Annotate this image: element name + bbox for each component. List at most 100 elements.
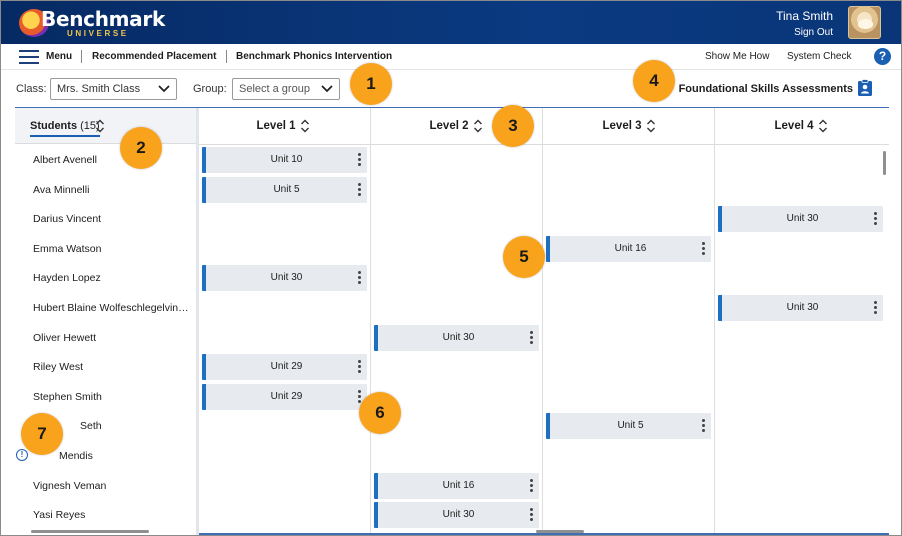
foundational-skills-assessments-link[interactable]: Foundational Skills Assessments	[678, 83, 853, 95]
unit-label: Unit 30	[270, 272, 303, 284]
group-select-placeholder: Select a group	[239, 83, 310, 95]
more-options-icon[interactable]	[874, 212, 878, 226]
unit-card[interactable]: Unit 16	[546, 235, 711, 262]
sort-icon[interactable]	[818, 119, 828, 133]
column-divider	[370, 108, 371, 535]
level-header-4[interactable]: Level 4	[741, 108, 861, 144]
more-options-icon[interactable]	[358, 360, 362, 374]
callout-2: 2	[120, 127, 162, 169]
user-name: Tina Smith	[776, 9, 833, 23]
class-select[interactable]: Mrs. Smith Class	[50, 78, 177, 100]
student-name[interactable]: Darius Vincent	[33, 213, 102, 226]
unit-label: Unit 30	[786, 213, 819, 225]
more-options-icon[interactable]	[530, 330, 534, 345]
more-options-icon[interactable]	[874, 301, 878, 315]
unit-label: Unit 29	[270, 361, 303, 373]
unit-card[interactable]: Unit 30	[374, 502, 539, 529]
benchmark-logo[interactable]: Benchmark UNIVERSE	[19, 7, 165, 39]
vertical-scrollbar[interactable]	[883, 151, 886, 175]
level-header-1[interactable]: Level 1	[223, 108, 343, 144]
student-name[interactable]: Ava Minnelli	[33, 183, 90, 196]
student-name[interactable]: Stephen Smith	[33, 390, 102, 403]
info-icon[interactable]: !	[16, 449, 28, 461]
level-header-3[interactable]: Level 3	[569, 108, 689, 144]
more-options-icon[interactable]	[358, 389, 362, 404]
header-divider	[15, 107, 889, 108]
unit-label: Unit 16	[614, 242, 647, 254]
column-divider	[542, 108, 543, 535]
students-count: (15)	[80, 120, 100, 132]
level-header-label: Level 4	[774, 120, 814, 132]
show-me-how-link[interactable]: Show Me How	[705, 51, 770, 62]
logo-swoosh-icon	[19, 9, 49, 37]
more-options-icon[interactable]	[702, 419, 706, 433]
callout-1: 1	[350, 63, 392, 105]
sort-icon[interactable]	[95, 119, 105, 133]
more-options-icon[interactable]	[530, 508, 534, 522]
callout-6: 6	[359, 392, 401, 434]
more-options-icon[interactable]	[358, 271, 362, 285]
student-name[interactable]: Vignesh Veman	[33, 479, 107, 492]
students-tab[interactable]: Students (15)	[30, 120, 100, 137]
more-options-icon[interactable]	[530, 478, 534, 493]
student-name[interactable]: Albert Avenell	[33, 154, 98, 166]
unit-card[interactable]: Unit 29	[202, 383, 367, 410]
unit-label: Unit 5	[617, 420, 644, 432]
more-options-icon[interactable]	[358, 153, 362, 167]
student-name[interactable]: Yasi Reyes	[33, 509, 86, 522]
avatar[interactable]	[848, 6, 881, 39]
student-name[interactable]: Oliver Hewett	[33, 331, 97, 344]
breadcrumb-separator	[226, 50, 227, 63]
group-select[interactable]: Select a group	[232, 78, 340, 100]
unit-card[interactable]: Unit 16	[374, 472, 539, 499]
unit-card[interactable]: Unit 29	[202, 354, 367, 381]
level-header-label: Level 1	[256, 120, 296, 132]
chevron-down-icon	[158, 85, 170, 93]
unit-label: Unit 5	[273, 183, 300, 195]
level-header-2[interactable]: Level 2	[396, 108, 516, 144]
students-header: Students (15)	[15, 108, 196, 144]
level-header-label: Level 2	[429, 120, 469, 132]
breadcrumb-recommended-placement[interactable]: Recommended Placement	[92, 51, 217, 62]
class-label: Class:	[16, 83, 47, 95]
more-options-icon[interactable]	[702, 241, 706, 256]
help-icon[interactable]: ?	[874, 48, 891, 65]
unit-card[interactable]: Unit 5	[202, 176, 367, 203]
student-name[interactable]: Emma Watson	[33, 242, 102, 255]
unit-label: Unit 10	[270, 154, 303, 165]
sort-icon[interactable]	[473, 119, 483, 133]
callout-3: 3	[492, 105, 534, 147]
hamburger-menu-icon[interactable]	[19, 50, 39, 64]
nav-separator	[81, 50, 82, 63]
nav-bar: Menu Recommended Placement Benchmark Pho…	[1, 44, 901, 70]
clipboard-user-icon[interactable]	[857, 79, 873, 97]
levels-horizontal-scrollbar[interactable]	[536, 530, 584, 533]
sort-icon[interactable]	[646, 119, 656, 133]
menu-button[interactable]: Menu	[46, 51, 73, 62]
students-horizontal-scrollbar[interactable]	[31, 530, 149, 533]
student-name[interactable]: Hubert Blaine Wolfeschlegelvin…	[33, 302, 189, 314]
unit-label: Unit 30	[442, 331, 475, 343]
system-check-link[interactable]: System Check	[787, 51, 852, 62]
sign-out-link[interactable]: Sign Out	[794, 27, 833, 38]
callout-7: 7	[21, 413, 63, 455]
column-divider	[714, 108, 715, 535]
unit-card[interactable]: Unit 30	[202, 265, 367, 292]
more-options-icon[interactable]	[358, 182, 362, 197]
unit-card[interactable]: Unit 30	[718, 206, 883, 233]
level-header-divider	[199, 144, 889, 145]
student-name[interactable]: Riley West	[33, 361, 83, 374]
student-name[interactable]: Hayden Lopez	[33, 272, 101, 285]
callout-5: 5	[503, 236, 545, 278]
unit-card[interactable]: Unit 30	[718, 295, 883, 321]
chevron-down-icon	[321, 85, 333, 93]
unit-card[interactable]: Unit 30	[374, 324, 539, 351]
unit-card[interactable]: Unit 10	[202, 147, 367, 173]
unit-card[interactable]: Unit 5	[546, 413, 711, 440]
top-bar: Benchmark UNIVERSE Tina Smith Sign Out	[1, 1, 901, 44]
sort-icon[interactable]	[300, 119, 310, 133]
class-select-value: Mrs. Smith Class	[57, 83, 141, 95]
callout-4: 4	[633, 60, 675, 102]
